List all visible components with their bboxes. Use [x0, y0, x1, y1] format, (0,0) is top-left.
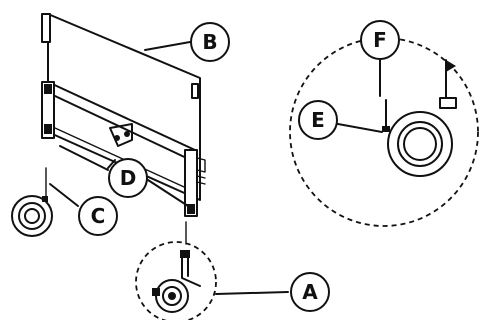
callout-c: C — [50, 184, 117, 235]
callout-e: E — [299, 101, 382, 139]
callout-b-label: B — [202, 30, 217, 54]
grommet-part — [12, 168, 52, 236]
callout-a-label: A — [302, 280, 318, 304]
callout-f: F — [361, 21, 399, 96]
callout-d-label: D — [120, 166, 137, 190]
callout-c-label: C — [91, 204, 106, 228]
callout-e-label: E — [311, 108, 325, 132]
callout-f-label: F — [373, 28, 387, 52]
detail-a — [136, 222, 216, 320]
callout-b: B — [145, 23, 229, 61]
callout-a: A — [216, 273, 329, 311]
